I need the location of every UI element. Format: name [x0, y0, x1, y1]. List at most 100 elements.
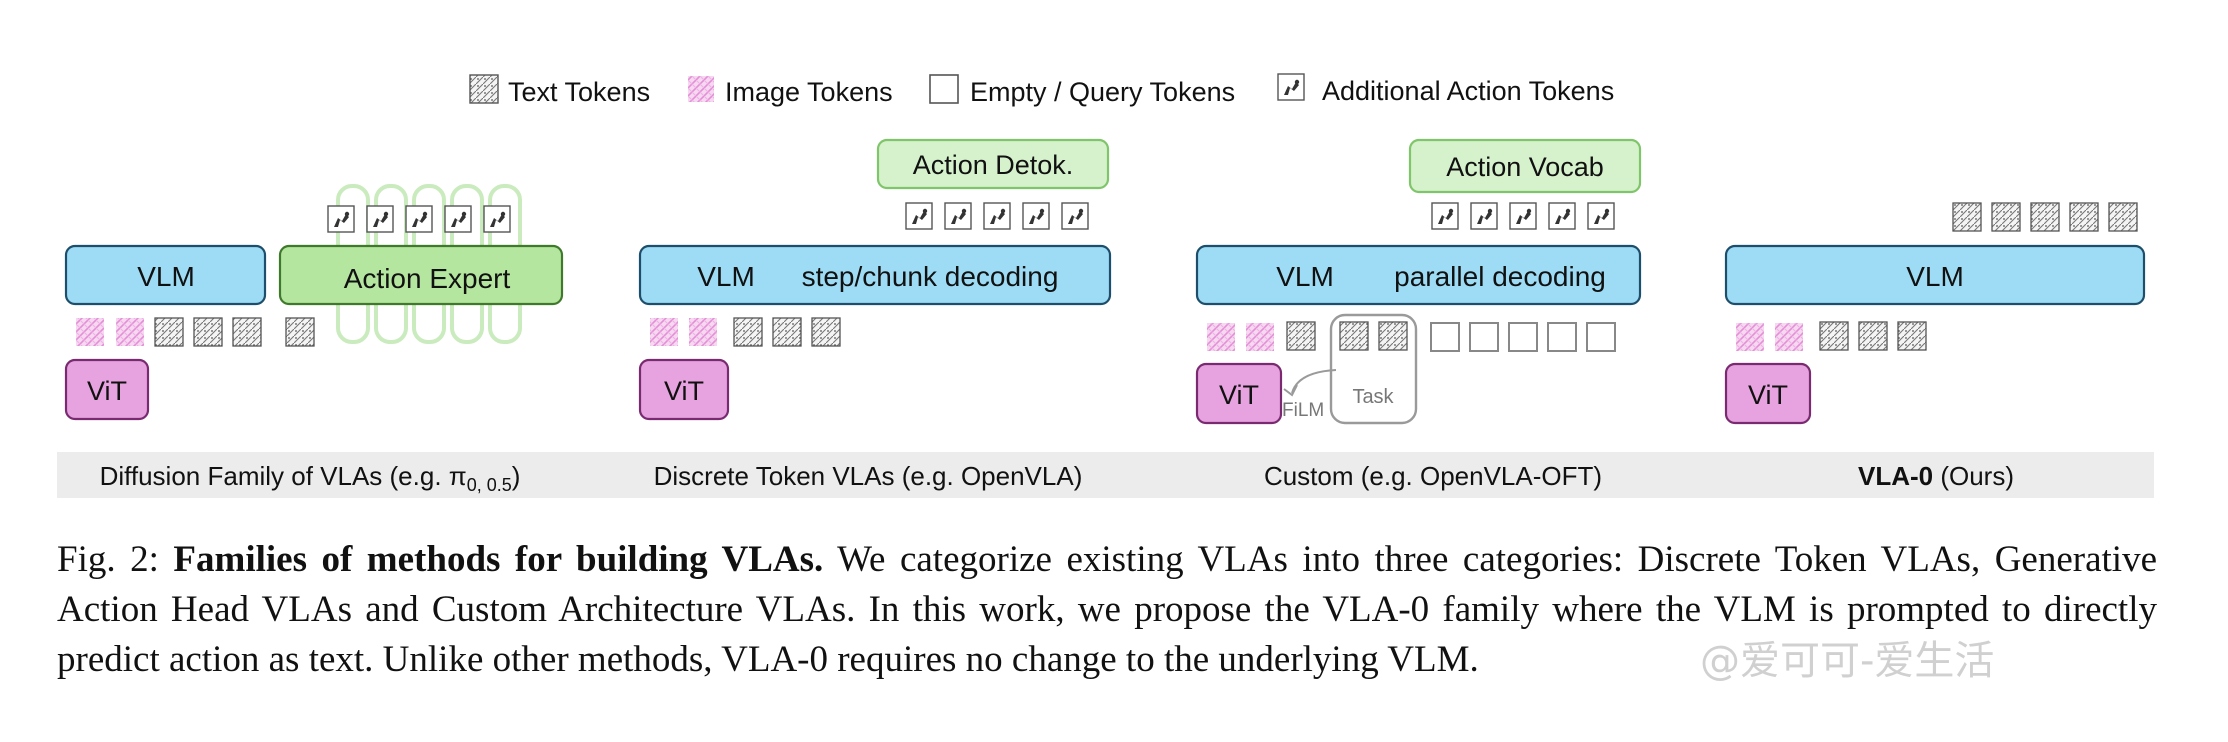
vit-block	[64, 358, 150, 421]
empty-token	[1508, 322, 1538, 352]
vit-label: ViT	[1219, 380, 1259, 410]
panel-caption-discrete: Discrete Token VLAs (e.g. OpenVLA)	[654, 461, 1083, 491]
panel-caption-vla0: VLA-0 (Ours)	[1858, 461, 2014, 491]
vit-block	[1724, 362, 1812, 425]
vit-block	[1195, 362, 1283, 425]
vit-block	[638, 358, 730, 421]
image-token	[1775, 323, 1803, 351]
text-token	[1819, 321, 1849, 351]
vlm-block	[1724, 244, 2146, 306]
legend-label: Text Tokens	[508, 77, 650, 107]
action-token-icon	[483, 205, 511, 233]
text-token	[1897, 321, 1927, 351]
text-token	[772, 317, 802, 347]
action-detok-label: Action Detok.	[913, 150, 1074, 180]
image-token-swatch	[688, 76, 714, 102]
action-token-row	[1431, 202, 1615, 230]
text-token	[1339, 321, 1369, 351]
image-token	[76, 318, 104, 346]
legend-action-tokens: Additional Action Tokens	[1277, 73, 1614, 106]
action-token-icon	[1509, 202, 1537, 230]
action-token-icon	[327, 205, 355, 233]
text-token	[1378, 321, 1408, 351]
panel-caption-custom: Custom (e.g. OpenVLA-OFT)	[1264, 461, 1602, 491]
film-arrowhead	[1283, 384, 1298, 397]
image-token	[1736, 323, 1764, 351]
action-token-icon	[1587, 202, 1615, 230]
text-token	[285, 317, 315, 347]
output-text-token-row	[1952, 202, 2138, 232]
action-token-icon	[983, 202, 1011, 230]
text-token	[1952, 202, 1982, 232]
legend-empty-tokens: Empty / Query Tokens	[929, 74, 1235, 107]
action-vocab-block	[1408, 138, 1642, 194]
panel-custom: Action Vocab VLM parallel decoding Task	[1195, 138, 1642, 425]
decoding-label: parallel decoding	[1394, 261, 1606, 292]
text-token-swatch	[469, 74, 499, 104]
vit-label: ViT	[1748, 380, 1788, 410]
input-token-row	[650, 317, 841, 347]
task-box	[1329, 313, 1418, 425]
input-token-row	[1207, 321, 1316, 351]
legend-label: Additional Action Tokens	[1322, 76, 1614, 106]
action-token-row	[905, 202, 1089, 230]
action-token-icon	[1022, 202, 1050, 230]
action-token-icon	[1548, 202, 1576, 230]
empty-token	[1547, 322, 1577, 352]
legend-text-tokens: Text Tokens	[469, 74, 650, 107]
action-token-icon	[944, 202, 972, 230]
action-token-icon	[405, 205, 433, 233]
text-token	[2030, 202, 2060, 232]
text-token	[1286, 321, 1316, 351]
figure-caption-body: We categorize existing VLAs into three c…	[57, 539, 2157, 680]
vlm-label: VLM	[137, 261, 195, 292]
vlm-label: VLM	[697, 261, 755, 292]
film-label: FiLM	[1282, 400, 1324, 421]
watermark: @爱可可-爱生活	[1700, 638, 1995, 684]
legend: Text Tokens Image Tokens Empty / Query T…	[469, 73, 1614, 107]
text-token	[1858, 321, 1888, 351]
figure-caption-prefix: Fig. 2:	[57, 539, 174, 580]
text-token	[1991, 202, 2021, 232]
task-label: Task	[1352, 386, 1394, 408]
film-arrow	[1291, 369, 1337, 394]
action-token-icon	[1431, 202, 1459, 230]
vlm-block	[1195, 244, 1642, 306]
action-token-icon	[1277, 73, 1305, 101]
empty-token-row	[1430, 322, 1616, 352]
empty-token	[1586, 322, 1616, 352]
legend-label: Empty / Query Tokens	[970, 77, 1235, 107]
vlm-block	[64, 244, 267, 306]
legend-image-tokens: Image Tokens	[688, 76, 893, 107]
figure-caption-title: Families of methods for building VLAs.	[173, 539, 824, 580]
vlm-label: VLM	[1906, 261, 1964, 292]
action-token-icon	[1061, 202, 1089, 230]
vit-label: ViT	[664, 376, 704, 406]
input-token-row	[1736, 321, 1927, 351]
image-token	[650, 318, 678, 346]
image-token	[1207, 323, 1235, 351]
action-expert-block	[278, 244, 564, 306]
empty-token	[1430, 322, 1460, 352]
action-vocab-label: Action Vocab	[1446, 152, 1604, 182]
empty-token-swatch	[929, 74, 959, 104]
text-token	[733, 317, 763, 347]
decoding-label: step/chunk decoding	[802, 261, 1059, 292]
image-token	[116, 318, 144, 346]
text-token	[154, 317, 184, 347]
text-token	[232, 317, 262, 347]
vlm-label: VLM	[1276, 261, 1334, 292]
empty-token	[1469, 322, 1499, 352]
text-token	[2069, 202, 2099, 232]
action-token-icon	[905, 202, 933, 230]
text-token	[811, 317, 841, 347]
action-expert-label: Action Expert	[344, 263, 511, 294]
action-detok-block	[876, 138, 1110, 190]
panel-caption-band	[57, 452, 2154, 498]
panel-discrete: Action Detok. VLM step/chunk decoding Vi…	[638, 138, 1112, 421]
panel-caption-diffusion: Diffusion Family of VLAs (e.g. π0, 0.5)	[100, 461, 521, 495]
panel-vla0: VLM ViT	[1724, 202, 2146, 425]
legend-label: Image Tokens	[725, 77, 893, 107]
action-token-icon	[1470, 202, 1498, 230]
